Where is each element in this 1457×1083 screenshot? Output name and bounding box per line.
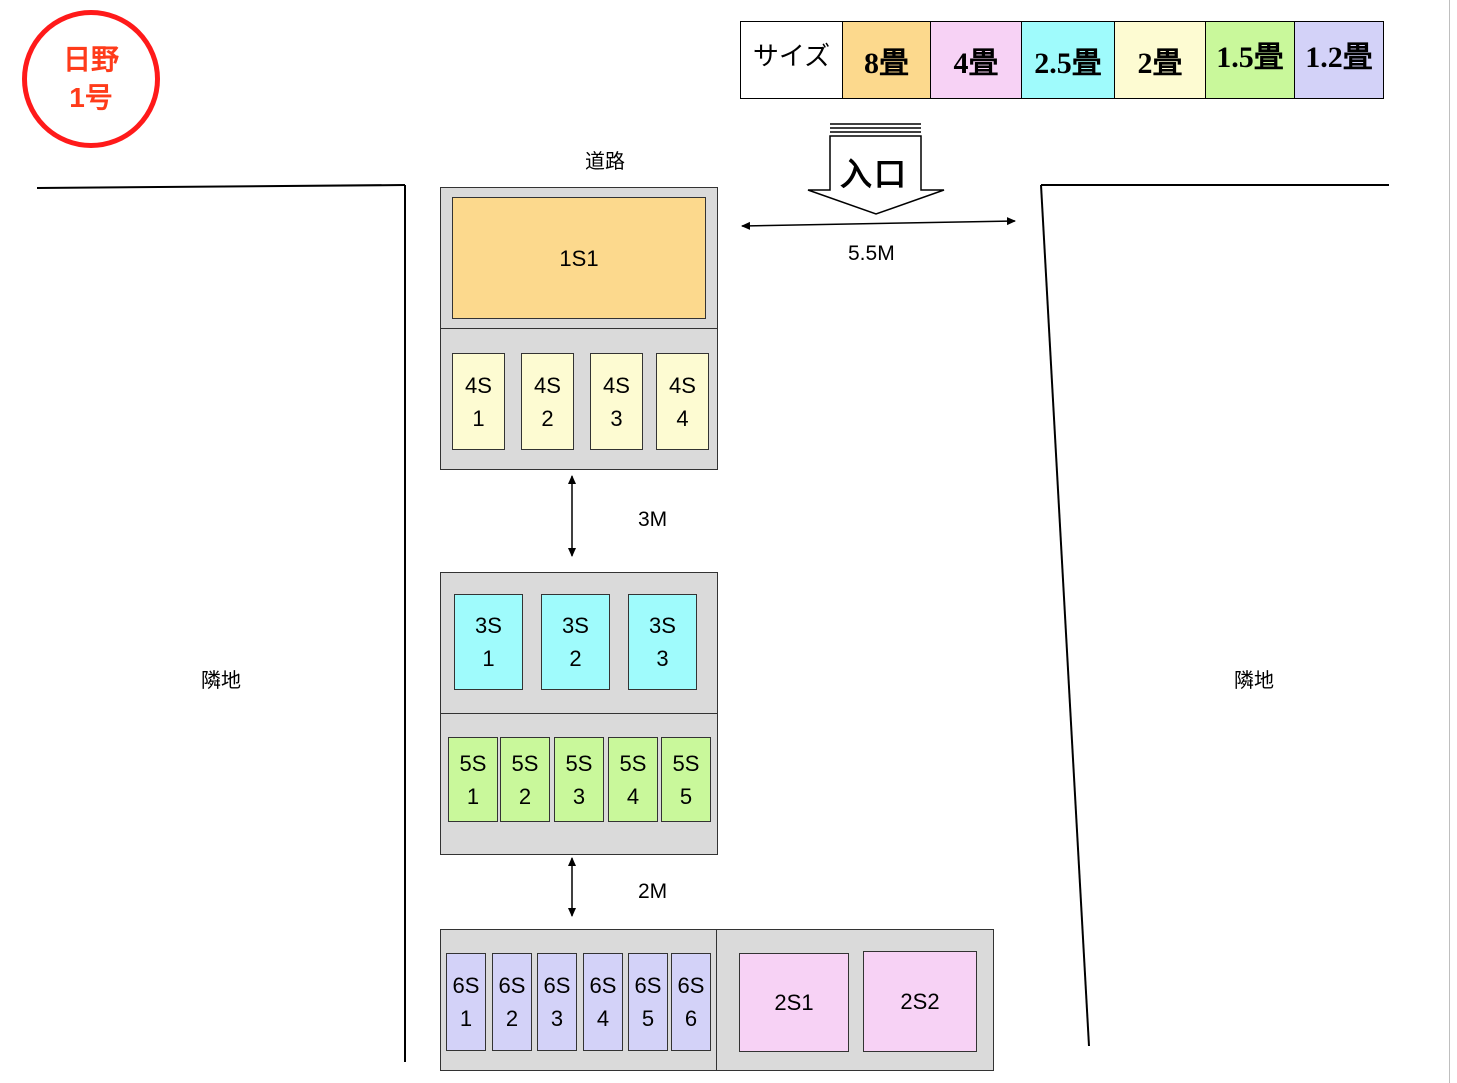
size-legend: サイズ 8畳 4畳 2.5畳 2畳 1.5畳 1.2畳 <box>740 21 1384 99</box>
site-badge: 日野 1号 <box>22 10 160 148</box>
unit-6S5[interactable]: 6S 5 <box>628 953 668 1051</box>
badge-line2: 1号 <box>69 82 113 113</box>
page-border <box>1449 0 1450 1083</box>
unit-4S3[interactable]: 4S 3 <box>590 353 643 450</box>
unit-6S3[interactable]: 6S 3 <box>537 953 577 1051</box>
unit-3S1[interactable]: 3S 1 <box>454 594 523 690</box>
legend-2-5jo: 2.5畳 <box>1022 22 1115 98</box>
aisle-1-label: 3M <box>638 508 668 531</box>
badge-line1: 日野 <box>62 44 119 75</box>
right-boundary-side <box>1040 184 1090 1047</box>
road-width-arrow <box>741 217 1016 230</box>
left-boundary-top <box>36 184 406 189</box>
unit-6S4[interactable]: 6S 4 <box>583 953 623 1051</box>
legend-1-2jo: 1.2畳 <box>1295 22 1383 98</box>
unit-2S1[interactable]: 2S1 <box>739 953 849 1052</box>
legend-4jo: 4畳 <box>931 22 1022 98</box>
unit-3S3[interactable]: 3S 3 <box>628 594 697 690</box>
entrance-arrow-icon <box>807 123 945 215</box>
unit-1S1[interactable]: 1S1 <box>452 197 706 319</box>
entrance-label: 入口 <box>840 156 909 192</box>
unit-5S2[interactable]: 5S 2 <box>500 737 550 822</box>
neighbor-right-label: 隣地 <box>1234 670 1274 692</box>
unit-5S5[interactable]: 5S 5 <box>661 737 711 822</box>
unit-6S2[interactable]: 6S 2 <box>492 953 532 1051</box>
unit-6S6[interactable]: 6S 6 <box>671 953 711 1051</box>
unit-4S4[interactable]: 4S 4 <box>656 353 709 450</box>
legend-1-5jo: 1.5畳 <box>1206 22 1295 98</box>
unit-5S4[interactable]: 5S 4 <box>608 737 658 822</box>
road-label: 道路 <box>585 151 625 173</box>
legend-8jo: 8畳 <box>843 22 931 98</box>
unit-5S1[interactable]: 5S 1 <box>448 737 498 822</box>
unit-3S2[interactable]: 3S 2 <box>541 594 610 690</box>
unit-6S1[interactable]: 6S 1 <box>446 953 486 1051</box>
unit-2S2[interactable]: 2S2 <box>863 951 977 1052</box>
aisle-2-label: 2M <box>638 880 668 903</box>
unit-4S2[interactable]: 4S 2 <box>521 353 574 450</box>
legend-2jo: 2畳 <box>1115 22 1206 98</box>
legend-header: サイズ <box>741 22 843 98</box>
unit-4S1[interactable]: 4S 1 <box>452 353 505 450</box>
unit-5S3[interactable]: 5S 3 <box>554 737 604 822</box>
neighbor-left-label: 隣地 <box>201 670 241 692</box>
road-width-label: 5.5M <box>848 242 895 265</box>
